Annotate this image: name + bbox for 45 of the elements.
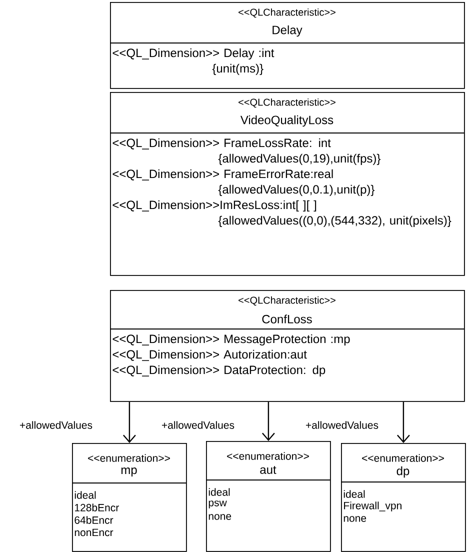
constraint-text: {allowedValues(0,0.1),unit(p)} [218,184,374,196]
stereotype-label: <<QLCharacteristic>> [238,296,336,306]
class-name: VideoQualityLoss [240,115,334,127]
enumeration-box [72,443,187,552]
enum-literal: none [344,516,366,522]
edge-label: +allowedValues [18,420,94,430]
enum-literal: nonEncr [74,528,114,536]
edge-label: +allowedValues [304,420,380,430]
enumeration-box [206,441,331,552]
enum-literal: none [208,514,232,520]
stereotype-label: <<QLCharacteristic>> [238,98,336,108]
class-name: mp [121,468,137,476]
class-name: dp [396,466,410,478]
attribute-text: <<QL_Dimension>> Autorization:aut [112,350,307,361]
arrow [262,402,275,441]
constraint-text: {allowedValues(0,19),unit(fps)} [218,154,380,166]
class-box [110,290,465,402]
class-name: aut [260,466,276,474]
stereotype-label: <<enumeration>> [227,452,309,460]
constraint-text: {allowedValues((0,0),(544,332), unit(pixels)} [218,216,452,228]
attribute-text: <<QL_Dimension>> FrameErrorRate:real [112,169,333,180]
attribute-text: <<QL_Dimension>>ImResLoss:int[ ][ ] [112,200,316,212]
enumeration-box [340,443,466,552]
attribute-text: <<QL_Dimension>> MessageProtection :mp [112,334,350,346]
enum-literal: 128bEncr [75,504,119,512]
class-name: ConfLoss [262,314,312,324]
enum-literal: ideal [344,490,365,498]
stereotype-label: <<enumeration>> [362,454,444,462]
arrow [396,402,410,443]
attribute-text: <<QL_Dimension>> FrameLossRate: int [112,138,331,150]
class-name: Delay [272,25,302,37]
attribute-text: <<QL_Dimension>> DataProtection: dp [112,365,326,377]
stereotype-label: <<QLCharacteristic>> [238,8,336,18]
edge-label: +allowedValues [160,420,236,430]
enum-literal: psw [208,500,227,508]
enum-literal: ideal [74,491,96,499]
enum-literal: 64bEncr [74,516,114,524]
class-box [110,92,465,276]
enum-literal: ideal [208,488,230,496]
class-box [110,2,465,89]
constraint-text: {unit(ms)} [212,64,264,76]
arrow [123,402,136,443]
enum-literal: Firewall_vpn [344,502,402,512]
attribute-text: <<QL_Dimension>> Delay :int [112,48,274,60]
stereotype-label: <<enumeration>> [88,454,170,462]
